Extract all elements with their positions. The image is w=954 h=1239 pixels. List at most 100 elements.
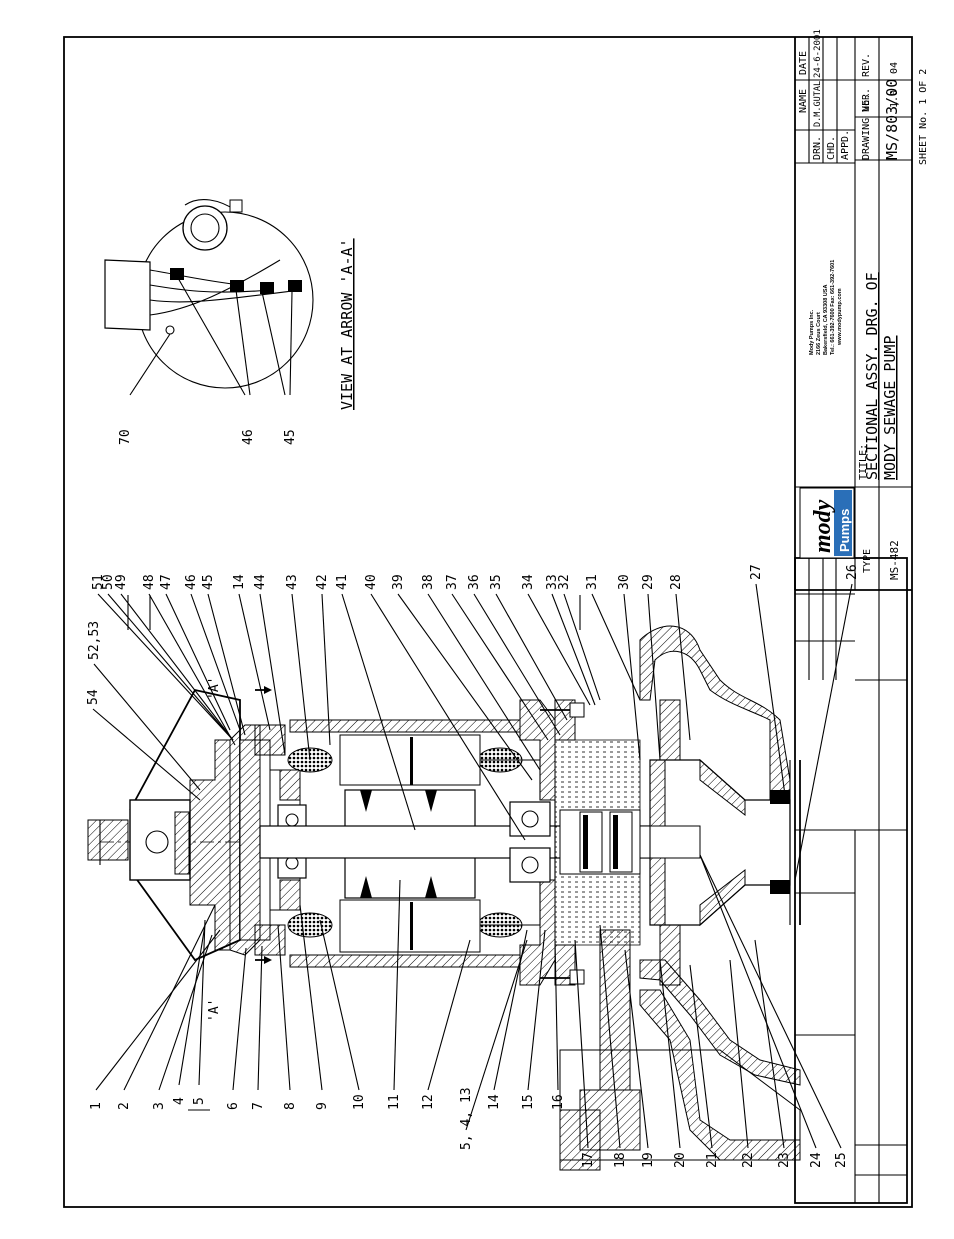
leader-line: [599, 924, 621, 1149]
view-label-70: 70: [118, 429, 133, 445]
section-marker-bottom: 'A': [207, 999, 222, 1022]
leader-line: [259, 593, 286, 756]
company-web: www.modypump.com: [837, 288, 843, 346]
company-name: Mody Pumps Inc.: [809, 309, 815, 355]
logo-mody-text: mody: [810, 499, 836, 553]
leader-line: [148, 593, 236, 746]
drawing-no-value: MS/803/00: [883, 79, 901, 160]
part-label-right: 46: [184, 574, 199, 590]
part-label-left: 19: [641, 1152, 656, 1168]
leader-line: [198, 919, 206, 1086]
part-label-right: 34: [521, 574, 536, 590]
part-label-left: 6: [226, 1102, 241, 1110]
leader-line: [659, 959, 681, 1149]
part-label-left: 8: [283, 1102, 298, 1110]
part-label-right: 33: [545, 574, 560, 590]
leader-line: [393, 879, 401, 1091]
logo-pumps-text: Pumps: [837, 509, 852, 552]
leader-line: [647, 593, 661, 761]
leader-line: [794, 583, 853, 881]
part-label-left: 3: [152, 1102, 167, 1110]
leader-line: [755, 583, 786, 796]
part-label-left: 2: [117, 1102, 132, 1110]
sheet-border: [63, 36, 913, 1208]
part-label-right: 50: [101, 574, 116, 590]
part-label-right: 47: [159, 574, 174, 590]
leader-line: [563, 593, 601, 701]
leader-line: [277, 924, 291, 1091]
part-label-right: 37: [445, 574, 460, 590]
leader-line: [473, 593, 561, 736]
part-label-left: 10: [352, 1094, 367, 1110]
part-label-right: 45: [201, 574, 216, 590]
ver-value: 1.0: [889, 90, 900, 108]
part-label-right: 42: [315, 574, 330, 590]
rev-value: 04: [889, 62, 900, 74]
leader-line: [207, 593, 246, 736]
part-label-right: 14: [232, 574, 247, 590]
part-label-left: 7: [251, 1102, 266, 1110]
company-phone: Tel.: 661-392-7600 Fax: 661-392-7601: [830, 260, 836, 355]
part-label-right: 38: [421, 574, 436, 590]
leader-line: [93, 663, 201, 791]
leader-line: [689, 964, 713, 1149]
leader-line: [238, 593, 271, 731]
leader-line: [178, 924, 206, 1086]
part-label-left: 17: [581, 1152, 596, 1168]
leader-line: [97, 593, 234, 741]
title-block: [794, 557, 908, 1204]
ver-label: VER.: [861, 88, 872, 112]
leader-line: [551, 593, 596, 706]
date-header: DATE: [798, 51, 809, 75]
part-label-left: 4: [172, 1097, 187, 1105]
lower-bearing: [509, 801, 551, 837]
leader-line: [699, 854, 817, 1149]
row-drn-name: D.M.GUTAL: [813, 81, 823, 127]
part-label-right: 32: [557, 574, 572, 590]
view-label-45: 45: [283, 429, 298, 445]
bearing-housing: [519, 699, 556, 801]
part-label-left: 20: [673, 1152, 688, 1168]
leader-line: [232, 947, 247, 1091]
part-label-right: 28: [669, 574, 684, 590]
part-label-right: 39: [391, 574, 406, 590]
leader-line: [120, 593, 234, 741]
leader-line: [190, 593, 241, 731]
leader-line: [107, 593, 234, 741]
row-chd-role: CHD.: [826, 136, 837, 160]
part-label-left: 14: [487, 1094, 502, 1110]
part-label-right: 52,53: [87, 621, 102, 660]
part-label-right: 49: [114, 574, 129, 590]
part-label-left: 25: [834, 1152, 849, 1168]
leader-line: [527, 929, 546, 1091]
part-label-left: 16: [551, 1094, 566, 1110]
part-label-left: 9: [315, 1102, 330, 1110]
mody-pumps-logo: mody Pumps: [799, 487, 855, 559]
motor-casing-left: [289, 719, 521, 733]
leader-line: [291, 593, 311, 761]
leader-line: [341, 593, 416, 831]
leader-line: [299, 904, 323, 1091]
pump-section: 'A' 'A': [87, 625, 801, 1171]
leader-line: [451, 593, 549, 741]
name-header: NAME: [798, 89, 809, 113]
top-cover: [189, 739, 231, 951]
title-block-text: Mody Pumps Inc. 2166 Zeus Court Bakersfi…: [794, 29, 929, 591]
row-appd-role: APPD.: [840, 130, 851, 160]
part-label-left: 1: [89, 1102, 104, 1110]
landscape-drawing: [794, 557, 908, 1204]
company-address1: 2166 Zeus Court: [816, 312, 822, 355]
part-label-left: 24: [809, 1152, 824, 1168]
row-drn-date: 24-6-2001: [813, 29, 823, 78]
view-label-46: 46: [241, 429, 256, 445]
part-label-right: 31: [585, 574, 600, 590]
part-label-right: 54: [86, 689, 101, 705]
leader-line: [123, 904, 216, 1091]
part-label-right: 51: [91, 574, 106, 590]
leader-line: [754, 939, 785, 1149]
section-marker-top: 'A': [207, 677, 222, 700]
part-label-left: 23: [777, 1152, 792, 1168]
